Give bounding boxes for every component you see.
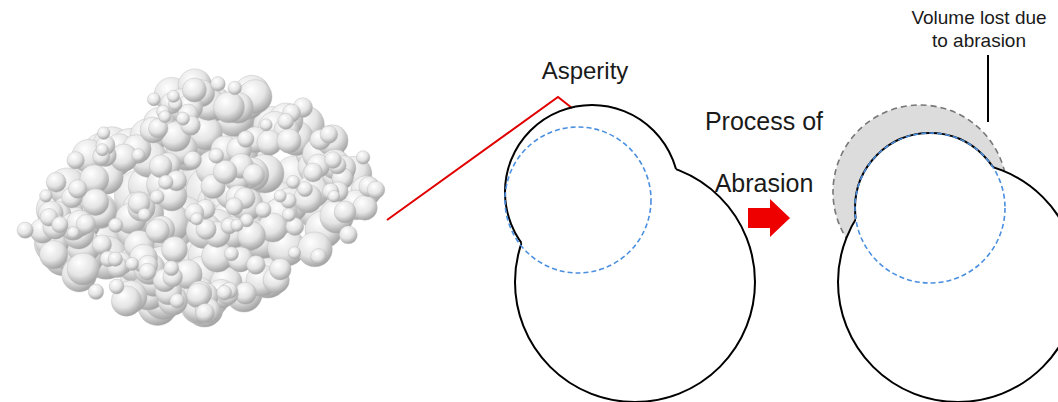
sphere — [274, 190, 286, 202]
sphere — [217, 285, 232, 300]
sphere — [226, 198, 244, 216]
sphere — [96, 144, 108, 156]
sphere — [68, 180, 87, 199]
sphere — [39, 240, 67, 268]
sphere — [270, 258, 292, 280]
sphere — [278, 113, 294, 129]
sphere — [339, 226, 357, 244]
sphere — [282, 208, 295, 221]
sphere — [88, 284, 103, 299]
particle-clump — [17, 69, 385, 327]
process-label: Process of Abrasion — [700, 90, 828, 214]
sphere — [147, 93, 160, 106]
process-arrow — [748, 199, 790, 237]
sphere — [138, 208, 151, 221]
sphere — [238, 131, 255, 148]
sphere — [17, 222, 33, 238]
sphere — [150, 190, 164, 204]
sphere — [67, 152, 84, 169]
sphere — [191, 213, 203, 225]
sphere — [224, 247, 238, 261]
sphere — [108, 252, 122, 266]
sphere — [52, 217, 68, 233]
sphere — [231, 219, 243, 231]
sphere — [176, 112, 189, 125]
sphere — [356, 151, 370, 165]
sphere — [184, 151, 202, 169]
sphere — [109, 218, 123, 232]
leader-line — [387, 97, 572, 220]
sphere — [162, 237, 188, 263]
sphere — [167, 90, 179, 102]
leader-line — [987, 55, 989, 122]
sphere — [132, 149, 145, 162]
callout-label: Volume lost due to abrasion — [904, 6, 1054, 52]
sphere — [255, 202, 271, 218]
sphere — [213, 160, 237, 184]
sphere — [243, 164, 265, 186]
sphere — [320, 126, 338, 144]
sphere — [298, 232, 333, 267]
sphere — [367, 181, 385, 199]
sphere — [209, 148, 224, 163]
sphere — [297, 182, 312, 197]
sphere — [97, 127, 110, 140]
sphere — [159, 175, 174, 190]
sphere — [214, 92, 245, 123]
sphere — [352, 195, 377, 220]
sphere — [67, 227, 79, 239]
sphere — [328, 190, 340, 202]
asperity-before — [505, 105, 755, 402]
sphere — [311, 249, 327, 265]
sphere — [40, 190, 53, 203]
sphere — [228, 81, 242, 95]
sphere — [277, 129, 301, 153]
sphere — [126, 257, 139, 270]
sphere — [109, 279, 124, 294]
sphere — [260, 119, 272, 131]
sphere — [287, 175, 300, 188]
sphere — [46, 172, 66, 192]
callout-label: Asperity — [510, 56, 660, 86]
sphere — [196, 304, 215, 323]
sphere — [288, 247, 301, 260]
asperity-after — [833, 105, 1058, 402]
sphere — [139, 263, 156, 280]
sphere — [304, 163, 323, 182]
sphere — [182, 78, 206, 102]
sphere — [247, 255, 266, 274]
sphere — [211, 77, 226, 92]
sphere — [159, 111, 171, 123]
sphere — [146, 219, 170, 243]
sphere — [325, 152, 342, 169]
sphere — [164, 261, 179, 276]
sphere — [170, 294, 185, 309]
sphere — [334, 201, 356, 223]
sphere — [67, 253, 99, 285]
